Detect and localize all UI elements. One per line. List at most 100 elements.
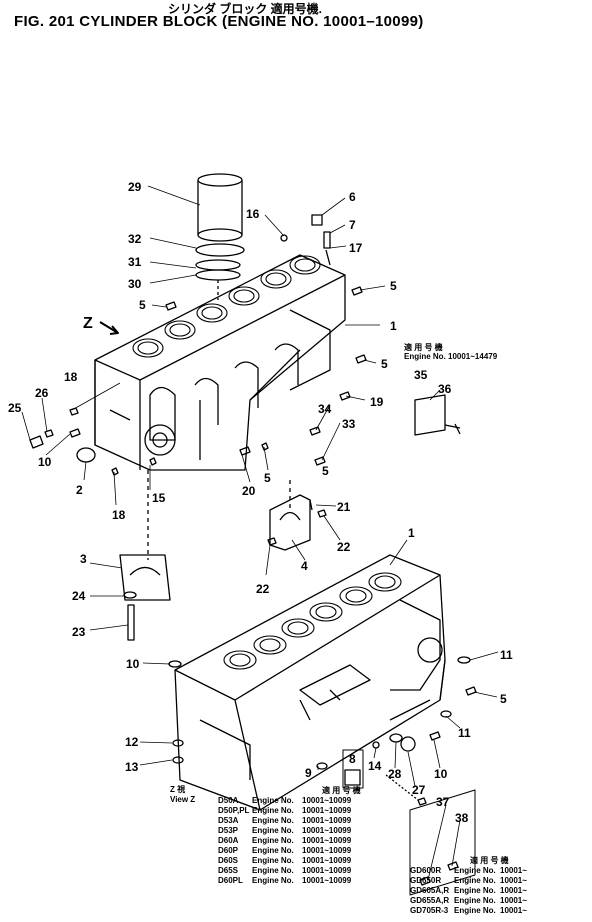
applicable-note: 適 用 号 機 Engine No. 10001~14479 [404,343,497,361]
main-bearing-cap [119,494,327,641]
model-cell: D53A [218,816,239,825]
applicable-note-label: 適 用 号 機 [404,343,443,352]
engine-range-cell: 10001~ [500,866,527,875]
model-cell: GD655A,R [410,896,450,905]
engine-label-cell: Engine No. [454,906,496,915]
callout-38: 38 [455,811,469,825]
lower-cylinder-block [174,554,446,811]
callout-3: 3 [80,552,87,566]
engine-range-cell: 10001~10099 [302,816,352,825]
callout-2: 2 [76,483,83,497]
engine-range-cell: 10001~10099 [302,836,352,845]
model-cell: D60P [218,846,239,855]
callout-36: 36 [438,382,452,396]
callout-5a: 5 [139,298,146,312]
engine-label-cell: Engine No. [252,866,294,875]
engine-label-cell: Engine No. [454,896,496,905]
callout-10c: 10 [434,767,448,781]
engine-range-cell: 10001~ [500,886,527,895]
engine-range-cell: 10001~10099 [302,806,352,815]
engine-range-cell: 10001~10099 [302,866,352,875]
callout-7: 7 [349,218,356,232]
view-z-label: Z [83,315,93,332]
callout-18b: 18 [112,508,126,522]
model-cell: GD600R [410,866,442,875]
engine-label-cell: Engine No. [252,806,294,815]
table-row: GD650R Engine No. 10001~ [410,876,527,886]
callout-18a: 18 [64,370,78,384]
part37-38-box [409,789,476,896]
callout-6: 6 [349,190,356,204]
model-cell: D53P [218,826,239,835]
table-header: 適 用 号 機 [470,856,509,865]
figure-title: FIG. 201 CYLINDER BLOCK (ENGINE NO. 1000… [14,13,424,30]
engine-range-cell: 10001~10099 [302,856,352,865]
engine-range-cell: 10001~10099 [302,826,352,835]
callout-28: 28 [388,767,402,781]
cylinder-liner [195,173,245,300]
engine-label-cell: Engine No. [252,816,294,825]
applicable-note-engine: Engine No. 10001~14479 [404,352,498,361]
callout-22b: 22 [256,582,270,596]
part8-box [342,749,364,789]
model-cell: D65S [218,866,239,875]
model-cell: GD650R [410,876,442,885]
callout-12: 12 [125,735,139,749]
model-cell: GD605A,R [410,886,450,895]
callout-17: 17 [349,241,363,255]
view-z-en: View Z [170,795,196,804]
engine-label-cell: Engine No. [252,856,294,865]
callout-10b: 10 [126,657,140,671]
callout-13: 13 [125,760,139,774]
engine-label-cell: Engine No. [454,876,496,885]
upper-cylinder-block [94,254,346,471]
callout-37: 37 [436,795,450,809]
upper-small-parts [29,214,461,476]
table-row: D50A Engine No. 10001~10099 [218,796,361,806]
callout-5d: 5 [264,471,271,485]
callout-32: 32 [128,232,142,246]
callout-22a: 22 [337,540,351,554]
engine-range-cell: 10001~ [500,896,527,905]
japanese-title: シリンダ ブロック 適用号機. [168,2,323,16]
callout-5e: 5 [322,464,329,478]
view-z-caption: Z 視 View Z [170,785,195,805]
view-z-arrow [99,321,119,335]
callout-25: 25 [8,401,22,415]
engine-label-cell: Engine No. [252,846,294,855]
model-cell: D50A [218,796,239,805]
callout-35: 35 [414,368,428,382]
engine-label-cell: Engine No. [252,876,294,885]
callout-31: 31 [128,255,142,269]
callout-29: 29 [128,180,142,194]
model-cell: D50P,PL [218,806,250,815]
callout-14: 14 [368,759,382,773]
callout-27: 27 [412,783,426,797]
callout-30: 30 [128,277,142,291]
engine-label-cell: Engine No. [252,836,294,845]
callout-34: 34 [318,402,332,416]
callout-5f: 5 [500,692,507,706]
engine-range-cell: 10001~ [500,876,527,885]
callout-5c: 5 [381,357,388,371]
engine-label-cell: Engine No. [454,866,496,875]
callout-5b: 5 [390,279,397,293]
callout-10a: 10 [38,455,52,469]
callout-21: 21 [337,500,351,514]
callout-15: 15 [152,491,166,505]
callout-4: 4 [301,559,308,573]
callout-19: 19 [370,395,384,409]
table-row: D65S Engine No. 10001~10099 [218,866,361,876]
engine-label-cell: Engine No. [252,796,294,805]
engine-range-cell: 10001~10099 [302,796,352,805]
applicability-table-bottom: 適 用 号 機 GD600R Engine No. 10001~ GD650R Engi… [410,856,527,916]
model-cell: D60PL [218,876,243,885]
